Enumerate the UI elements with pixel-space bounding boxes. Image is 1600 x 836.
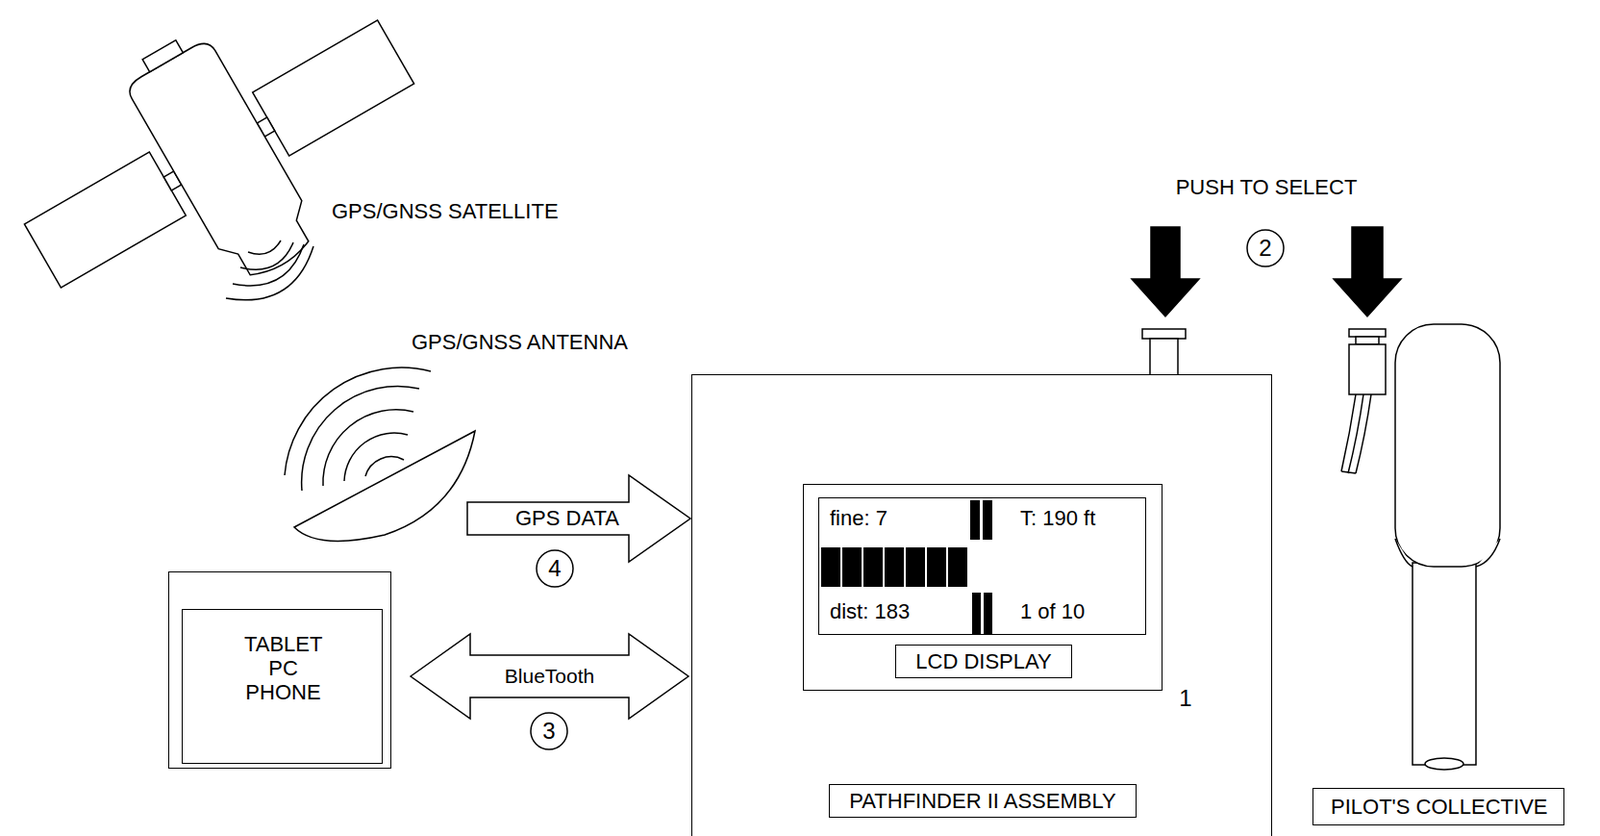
gps-data-arrow [467,475,691,562]
part-label: GPS/GNSS ANTENNA [411,329,628,354]
satellite-icon [0,0,460,367]
lcd-frame: LCD DISPLAY fine: 7 T: 190 ft dist: 183 1 of… [802,483,1163,691]
part-label: GPS/GNSS SATELLITE [331,199,559,224]
lcd-bar [905,547,925,587]
bluetooth-arrow [410,633,689,719]
edge-label: BlueTooth [504,664,595,688]
action-label: PUSH TO SELECT [1175,175,1358,200]
callout-circle [1247,229,1284,267]
node-label: LCD DISPLAY [895,644,1072,678]
lcd-bar [983,592,993,634]
device-box: TABLET PC PHONE [168,571,392,769]
lcd-readout: T: 190 ft [1020,505,1096,530]
callout-number: 1 [1178,684,1192,712]
collective-grip [1395,324,1500,770]
lcd-bar [972,592,981,634]
antenna-icon [284,367,475,541]
callout-number: 2 [1258,234,1272,262]
lcd-bar [821,547,841,587]
callout-number: 3 [542,717,555,745]
push-arrow [1131,226,1200,317]
lcd-bar [863,547,883,587]
callout-circle [536,550,574,587]
callout-circle [530,712,568,750]
lcd-readout: 1 of 10 [1020,599,1085,624]
push-arrow [1333,226,1401,317]
lcd-screen: fine: 7 T: 190 ft dist: 183 1 of 10 [818,497,1147,635]
assembly-box: PATHFINDER II ASSEMBLY LCD DISPLAY fine: 7… [691,374,1273,836]
signal-waves [225,240,314,300]
lcd-readout: fine: 7 [829,505,888,530]
lcd-bar [970,500,980,540]
collective-switch [1341,328,1386,474]
lcd-bar [982,500,993,540]
node-label: PILOT'S COLLECTIVE [1330,794,1549,819]
lcd-bar [926,547,947,587]
signal-label: GPS DATA [515,505,620,530]
node-label: TABLET PC PHONE [244,631,323,705]
lcd-bar [884,547,904,587]
callout-number: 4 [548,554,561,582]
lcd-bar [948,547,968,587]
lcd-readout: dist: 183 [829,599,910,624]
lcd-bar [842,547,862,587]
push-button-stem [1150,338,1178,375]
push-button [1142,328,1186,339]
label-box: PILOT'S COLLECTIVE [1312,787,1565,825]
node-label: PATHFINDER II ASSEMBLY [828,783,1137,818]
